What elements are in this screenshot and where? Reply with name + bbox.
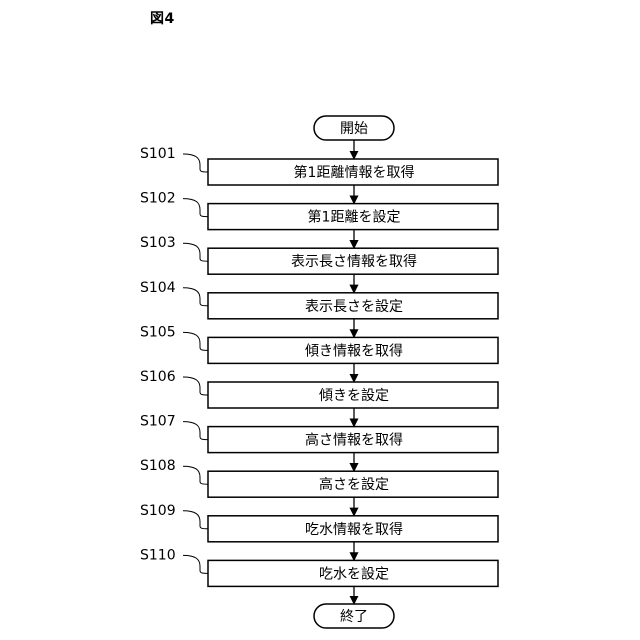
end-terminal: 終了 (314, 604, 394, 628)
step-label: 吃水情報を取得 (305, 521, 403, 538)
leader-line (183, 243, 208, 261)
end-label: 終了 (340, 609, 368, 625)
process-step: 表示長さ情報を取得 S103 (140, 235, 498, 293)
step-label: 表示長さ情報を取得 (291, 253, 417, 270)
step-label: 傾き情報を取得 (305, 342, 403, 359)
leader-line (183, 199, 208, 217)
step-id: S109 (140, 503, 176, 519)
process-step: 表示長さを設定 S104 (140, 280, 498, 338)
step-id: S101 (140, 146, 176, 162)
steps: 第1距離情報を取得S101第1距離を設定S102表示長さ情報を取得S103表示長… (140, 146, 498, 604)
process-step: 第1距離情報を取得 S101 (140, 146, 498, 204)
step-id: S106 (140, 369, 176, 385)
process-step: 高さを設定 S108 (140, 458, 498, 516)
step-id: S110 (140, 547, 176, 563)
process-step: 傾き情報を取得 S105 (140, 324, 498, 382)
process-step: 第1距離を設定 S102 (140, 191, 498, 249)
step-id: S105 (140, 324, 176, 340)
leader-line (183, 422, 208, 440)
leader-line (183, 332, 208, 350)
step-id: S102 (140, 191, 176, 207)
step-label: 第1距離を設定 (308, 209, 401, 226)
step-id: S103 (140, 235, 176, 251)
step-label: 第1距離情報を取得 (294, 164, 415, 181)
step-id: S107 (140, 414, 176, 430)
leader-line (183, 288, 208, 306)
process-step: 吃水情報を取得 S109 (140, 503, 498, 561)
step-id: S108 (140, 458, 176, 474)
start-terminal: 開始 (314, 116, 394, 140)
step-label: 高さ情報を取得 (305, 432, 403, 449)
start-label: 開始 (340, 121, 368, 137)
step-label: 表示長さを設定 (305, 299, 403, 315)
leader-line (183, 555, 208, 573)
process-step: 吃水を設定 S110 (140, 547, 498, 604)
step-label: 傾きを設定 (319, 388, 389, 404)
leader-line (183, 154, 208, 172)
leader-line (183, 511, 208, 529)
step-id: S104 (140, 280, 176, 296)
process-step: 傾きを設定 S106 (140, 369, 498, 427)
step-label: 吃水を設定 (319, 566, 389, 582)
leader-line (183, 466, 208, 484)
leader-line (183, 377, 208, 395)
step-label: 高さを設定 (319, 476, 389, 493)
process-step: 高さ情報を取得 S107 (140, 414, 498, 472)
